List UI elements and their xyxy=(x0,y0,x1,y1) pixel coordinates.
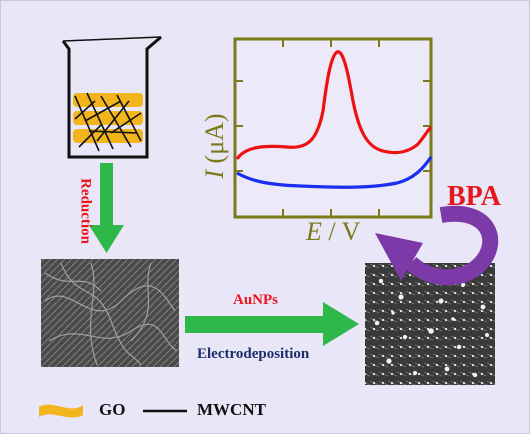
voltammogram-ticks xyxy=(235,39,431,217)
y-axis-symbol: I xyxy=(200,169,229,179)
voltammogram-frame xyxy=(233,37,433,219)
electrodeposition-arrow xyxy=(185,302,359,346)
reduction-label: Reduction xyxy=(77,178,94,244)
mwcnt-lines xyxy=(74,92,142,152)
sem-image-right xyxy=(365,263,495,385)
sem-image-left xyxy=(41,259,179,367)
go-legend-swatch xyxy=(39,404,83,418)
electrodeposition-label: Electrodeposition xyxy=(197,346,310,362)
go-legend-label: GO xyxy=(99,400,126,419)
red-curve xyxy=(235,50,433,161)
legend-symbols xyxy=(39,404,187,418)
x-axis-symbol: E xyxy=(306,217,322,246)
bpa-label: BPA xyxy=(447,181,501,212)
beaker xyxy=(61,35,162,159)
y-axis-unit: (μA) xyxy=(200,113,229,170)
x-axis-label: E / V xyxy=(306,217,360,247)
aunps-label: AuNPs xyxy=(233,292,279,308)
reduction-arrow xyxy=(89,163,124,253)
blue-curve xyxy=(236,156,433,189)
mwcnt-legend-label: MWCNT xyxy=(197,400,266,419)
y-axis-label-box: I (μA) xyxy=(197,91,233,201)
bpa-arrow xyxy=(375,205,499,286)
x-axis-unit: / V xyxy=(321,217,361,246)
reduction-label-box: Reduction xyxy=(75,165,95,257)
y-axis-label: I (μA) xyxy=(200,113,230,178)
